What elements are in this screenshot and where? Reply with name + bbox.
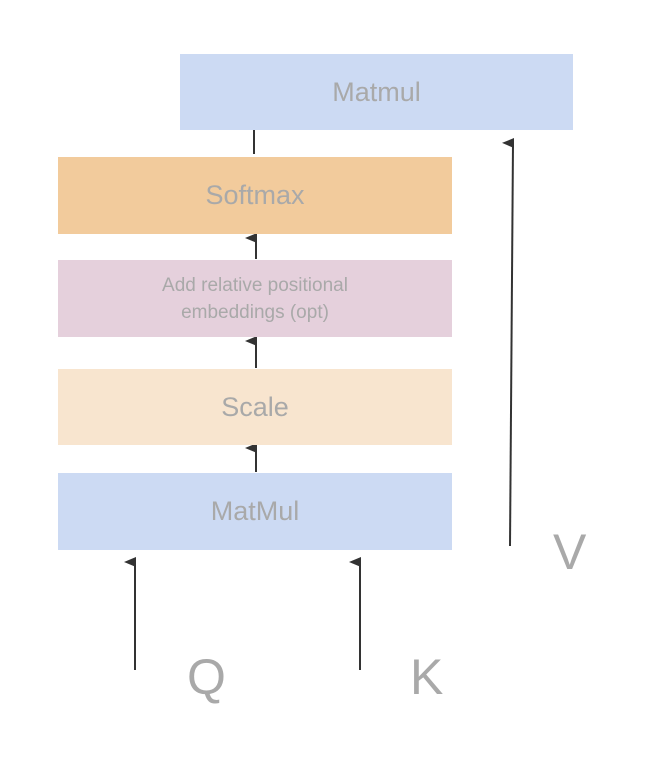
- scale-box: Scale: [58, 369, 452, 445]
- matmul-bottom-box: MatMul: [58, 473, 452, 550]
- softmax-label: Softmax: [205, 180, 305, 210]
- matmul-top-box: Matmul: [180, 54, 573, 130]
- input-q-label: Q: [187, 649, 226, 705]
- matmul-bottom-label: MatMul: [210, 496, 300, 526]
- matmul-top-label: Matmul: [332, 76, 421, 107]
- input-k-label: K: [410, 649, 444, 705]
- arrow-v-to-matmul: [502, 138, 515, 547]
- relative-positional-embeddings-label: Add relative positional embeddings (opt): [162, 274, 348, 323]
- scale-label: Scale: [221, 391, 289, 422]
- softmax-box: Softmax: [58, 157, 452, 234]
- relative-positional-embeddings-box: Add relative positional embeddings (opt): [58, 260, 452, 337]
- input-v-label: V: [553, 524, 587, 580]
